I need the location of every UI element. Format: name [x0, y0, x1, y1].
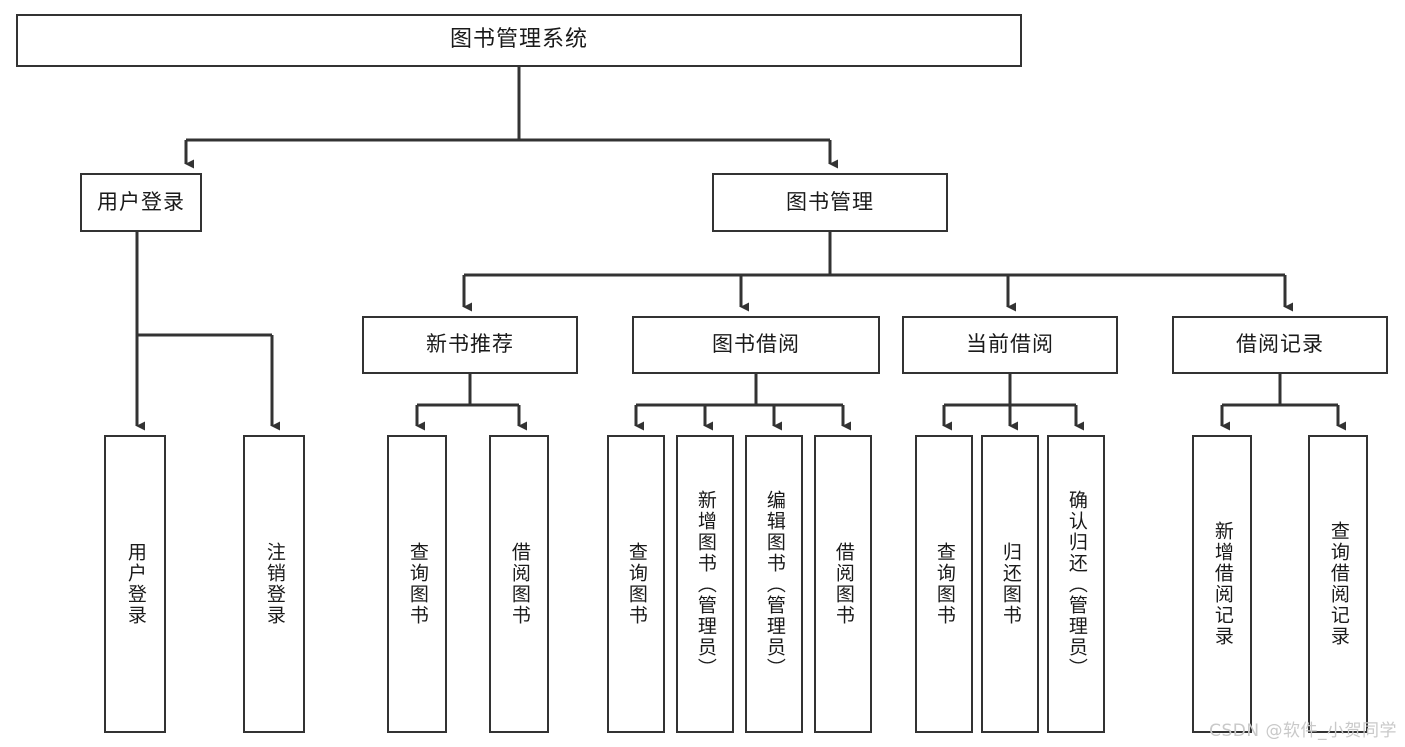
node-label: 查询图书: [933, 542, 956, 626]
leaf-borrow-record-add-record[interactable]: 新增借阅记录: [1192, 435, 1252, 733]
leaf-book-borrow-add-book-admin[interactable]: 新增图书（管理员）: [676, 435, 734, 733]
leaf-new-book-query-book[interactable]: 查询图书: [387, 435, 447, 733]
leaf-book-borrow-query-book[interactable]: 查询图书: [607, 435, 665, 733]
leaf-current-borrow-return-book[interactable]: 归还图书: [981, 435, 1039, 733]
node-book-management[interactable]: 图书管理: [712, 173, 948, 232]
node-label: 查询借阅记录: [1327, 521, 1350, 647]
node-label: 确认归还（管理员）: [1065, 489, 1088, 679]
node-label: 借阅图书: [508, 542, 531, 626]
node-user-login[interactable]: 用户登录: [80, 173, 202, 232]
node-label: 新书推荐: [426, 332, 514, 357]
node-label: 当前借阅: [966, 332, 1054, 357]
node-label: 新增图书（管理员）: [694, 489, 717, 679]
node-label: 借阅图书: [832, 542, 855, 626]
node-label: 图书管理系统: [449, 27, 588, 53]
node-label: 查询图书: [406, 542, 429, 626]
node-label: 编辑图书（管理员）: [763, 489, 786, 679]
leaf-new-book-borrow-book[interactable]: 借阅图书: [489, 435, 549, 733]
node-new-book-recommend[interactable]: 新书推荐: [362, 316, 578, 374]
node-label: 用户登录: [97, 189, 185, 214]
node-label: 查询图书: [625, 542, 648, 626]
node-label: 新增借阅记录: [1211, 521, 1234, 647]
node-label: 图书借阅: [712, 332, 800, 357]
node-current-borrow[interactable]: 当前借阅: [902, 316, 1118, 374]
node-borrow-record[interactable]: 借阅记录: [1172, 316, 1388, 374]
leaf-book-borrow-borrow-book[interactable]: 借阅图书: [814, 435, 872, 733]
node-label: 归还图书: [999, 542, 1022, 626]
leaf-borrow-record-query-record[interactable]: 查询借阅记录: [1308, 435, 1368, 733]
leaf-book-borrow-edit-book-admin[interactable]: 编辑图书（管理员）: [745, 435, 803, 733]
node-label: 图书管理: [786, 189, 874, 214]
leaf-current-borrow-query-book[interactable]: 查询图书: [915, 435, 973, 733]
node-book-borrow[interactable]: 图书借阅: [632, 316, 880, 374]
node-label: 借阅记录: [1236, 332, 1324, 357]
leaf-current-borrow-confirm-return-admin[interactable]: 确认归还（管理员）: [1047, 435, 1105, 733]
node-label: 注销登录: [263, 542, 286, 626]
node-root-system[interactable]: 图书管理系统: [16, 14, 1022, 67]
leaf-user-login-logout[interactable]: 注销登录: [243, 435, 305, 733]
leaf-user-login-login[interactable]: 用户登录: [104, 435, 166, 733]
node-label: 用户登录: [124, 542, 147, 626]
